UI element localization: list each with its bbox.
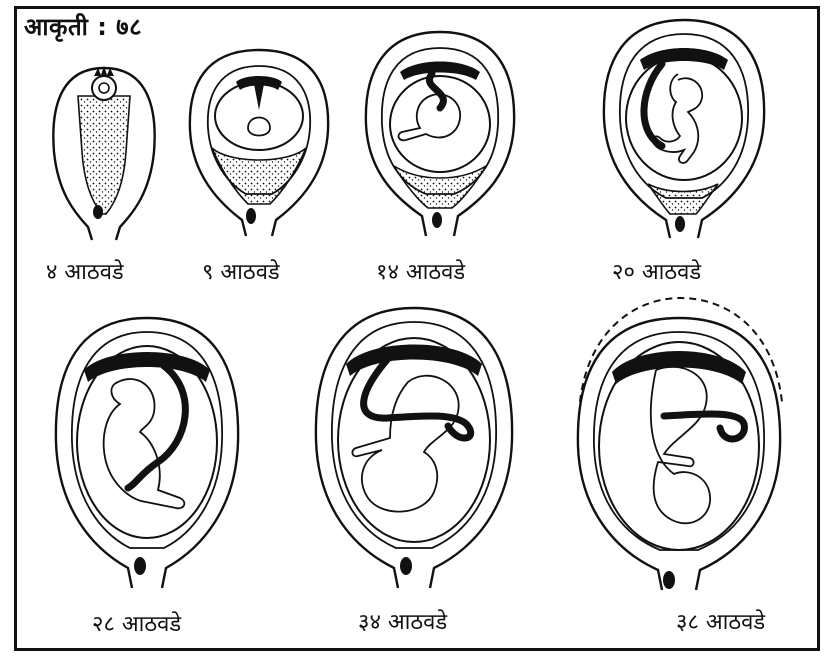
uterus-week-9-illustration xyxy=(184,44,334,240)
uterus-week-38-illustration xyxy=(560,290,798,600)
stage-label-week-14: १४ आठवडे xyxy=(376,256,465,286)
stage-label-week-9: ९ आठवडे xyxy=(202,256,280,286)
uterus-week-28-illustration xyxy=(48,312,246,592)
stage-label-week-28: २८ आठवडे xyxy=(92,608,181,638)
uterus-week-4-illustration xyxy=(44,62,164,242)
uterus-week-20-illustration xyxy=(596,14,772,242)
uterus-week-34-illustration xyxy=(308,302,520,592)
stage-label-week-38: ३८ आठवडे xyxy=(676,606,765,636)
stage-label-week-34: ३४ आठवडे xyxy=(358,606,447,636)
stage-label-week-4: ४ आठवडे xyxy=(46,256,124,286)
figure-title: आकृती : ७८ xyxy=(24,10,142,43)
uterus-week-14-illustration xyxy=(360,26,520,240)
stage-label-week-20: २० आठवडे xyxy=(612,256,701,286)
